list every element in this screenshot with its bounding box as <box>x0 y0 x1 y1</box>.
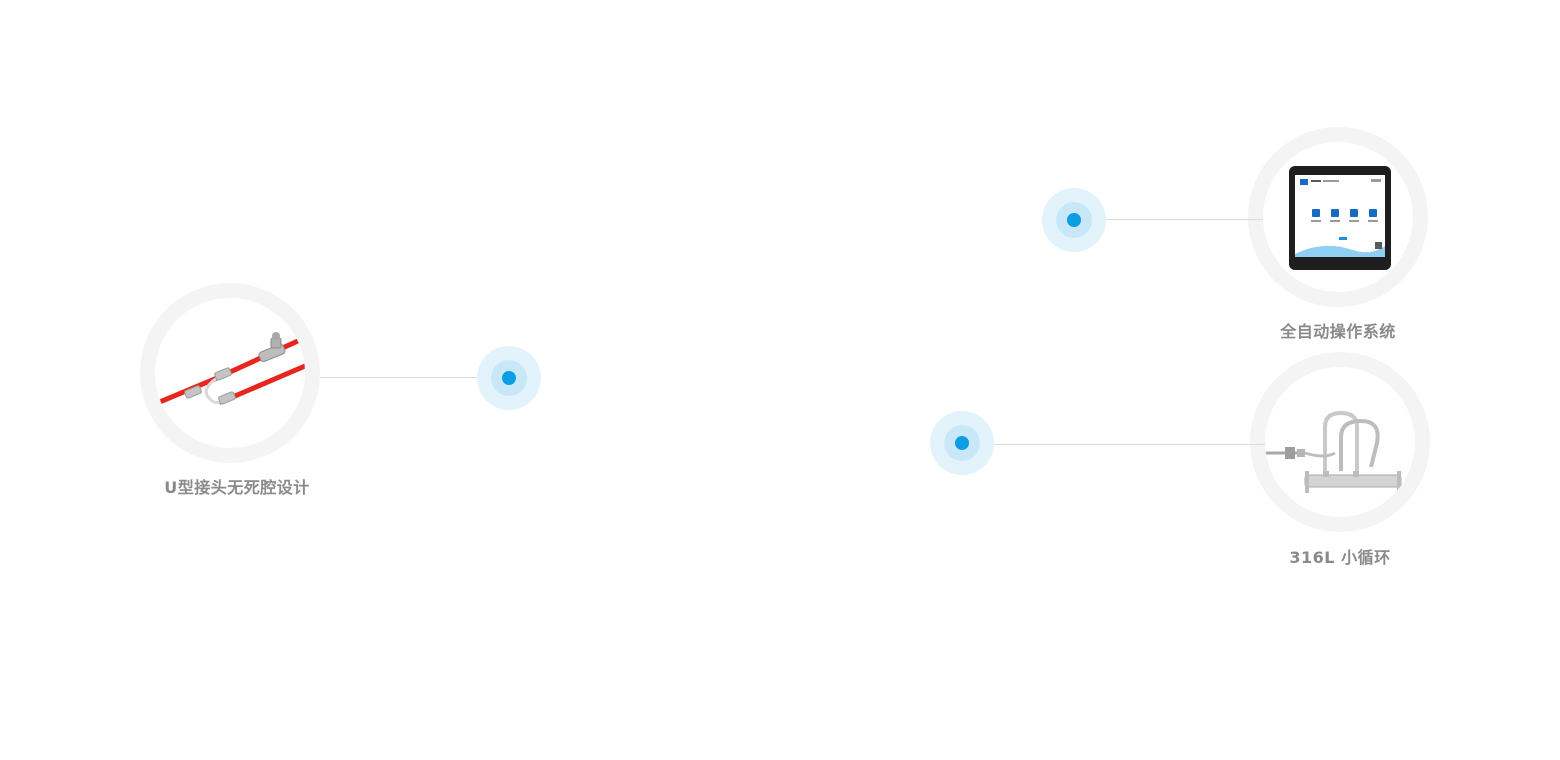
u-joint-illustration <box>155 332 305 407</box>
auto-system-label: 全自动操作系统 <box>1280 322 1396 341</box>
u-joint-image <box>155 298 305 448</box>
u-joint-image-frame <box>140 283 320 463</box>
auto-system-connector <box>1080 219 1263 220</box>
hotspot-dot-icon <box>1067 213 1081 227</box>
small-loop-hotspot[interactable] <box>930 411 994 475</box>
small-loop-label: 316L 小循环 <box>1289 548 1391 567</box>
small-loop-image-frame <box>1250 352 1430 532</box>
u-joint-label: U型接头无死腔设计 <box>164 478 310 497</box>
hotspot-dot-icon <box>502 371 516 385</box>
auto-system-image <box>1263 142 1413 292</box>
auto-system-hotspot[interactable] <box>1042 188 1106 252</box>
auto-system-image-frame <box>1248 127 1428 307</box>
touchscreen-illustration <box>1289 166 1391 270</box>
steel-loop-illustration <box>1265 410 1402 493</box>
u-joint-connector <box>320 377 540 378</box>
small-loop-image <box>1265 367 1415 517</box>
hotspot-dot-icon <box>955 436 969 450</box>
small-loop-connector <box>970 444 1265 445</box>
u-joint-hotspot[interactable] <box>477 346 541 410</box>
